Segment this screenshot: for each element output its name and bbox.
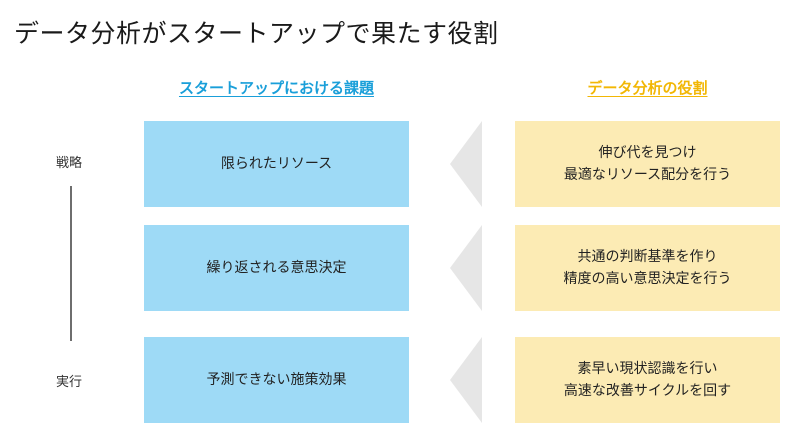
- role-box-1: 伸び代を見つけ 最適なリソース配分を行う: [515, 121, 780, 207]
- axis-label-execution: 実行: [56, 375, 83, 390]
- strategy-execution-axis-line: [70, 186, 72, 341]
- challenges-heading: スタートアップにおける課題: [178, 79, 374, 97]
- challenge-box-2: 繰り返される意思決定: [144, 225, 409, 311]
- challenge-box-1: 限られたリソース: [144, 121, 409, 207]
- challenge-text-2: 繰り返される意思決定: [206, 260, 347, 276]
- challenge-box-3: 予測できない施策効果: [144, 337, 409, 423]
- challenge-text-1: 限られたリソース: [220, 156, 333, 172]
- role-box-3: 素早い現状認識を行い 高速な改善サイクルを回す: [515, 337, 780, 423]
- challenge-text-3: 予測できない施策効果: [206, 372, 347, 388]
- axis-label-strategy: 戦略: [56, 156, 83, 171]
- role-text-2a: 共通の判断基準を作り: [577, 249, 718, 265]
- role-text-3a: 素早い現状認識を行い: [577, 361, 718, 377]
- roles-heading: データ分析の役割: [587, 79, 708, 97]
- role-text-2b: 精度の高い意思決定を行う: [563, 271, 732, 287]
- chevron-left-icon: [450, 337, 482, 423]
- role-text-1a: 伸び代を見つけ: [598, 145, 697, 161]
- role-text-1b: 最適なリソース配分を行う: [563, 167, 732, 183]
- role-text-3b: 高速な改善サイクルを回す: [563, 383, 732, 399]
- chevron-left-icon: [450, 121, 482, 207]
- page-title: データ分析がスタートアップで果たす役割: [14, 19, 499, 48]
- role-box-2: 共通の判断基準を作り 精度の高い意思決定を行う: [515, 225, 780, 311]
- chevron-left-icon: [450, 225, 482, 311]
